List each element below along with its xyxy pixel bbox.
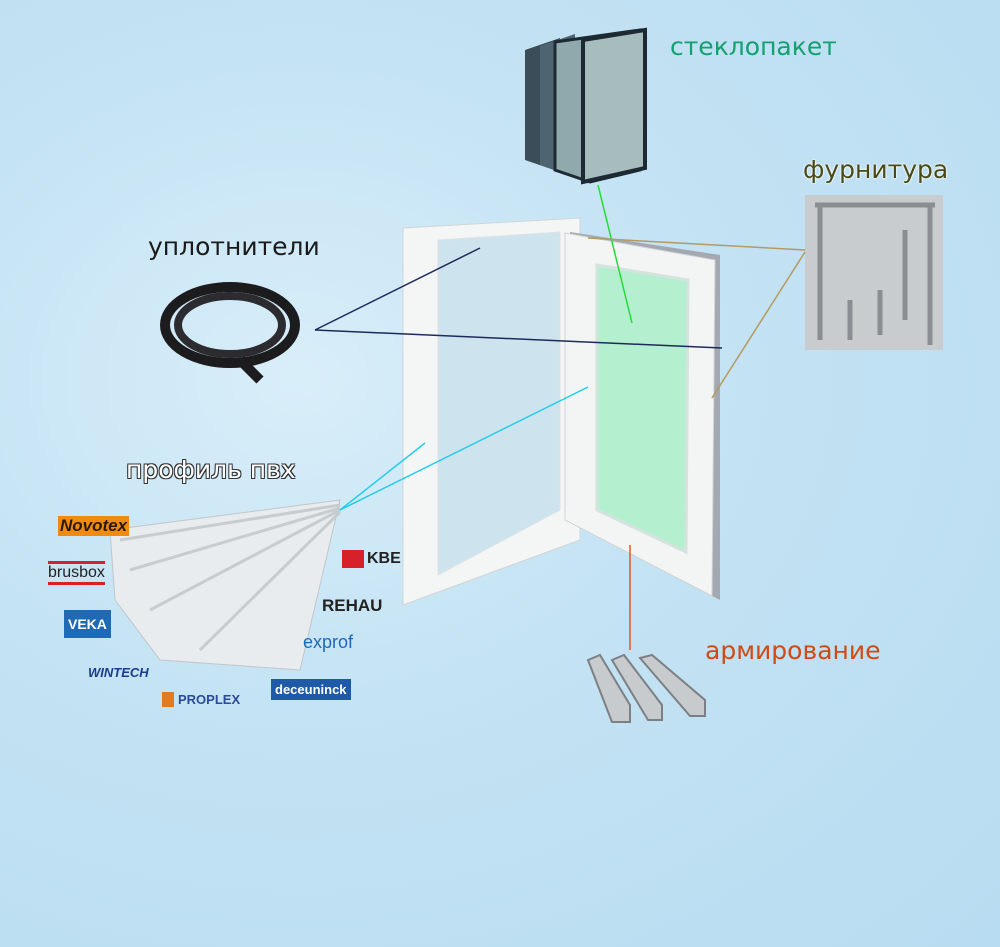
label-glass-unit: стеклопакет	[670, 32, 837, 61]
reinforcement-image	[586, 653, 706, 723]
logo-deceuninck: deceuninck	[271, 679, 351, 700]
logo-exprof: exprof	[303, 632, 354, 652]
seal-coil-image	[160, 282, 300, 384]
glass-unit-image	[525, 27, 647, 185]
leader-lines	[314, 184, 806, 650]
window-image	[402, 217, 720, 606]
logo-kbe: KBE	[342, 550, 401, 568]
label-pvc-profile: профиль пвх	[126, 455, 296, 484]
logo-rehau: REHAU	[322, 596, 383, 615]
hardware-image	[805, 195, 943, 350]
logo-veka: VEKA	[64, 610, 111, 638]
logo-novotex: Novotex	[58, 516, 130, 536]
label-seals: уплотнители	[148, 232, 320, 261]
pvc-profile-bundle-image	[109, 499, 342, 671]
logo-proplex: PROPLEX	[162, 692, 240, 707]
label-reinforcement: армирование	[705, 636, 881, 665]
label-hardware: фурнитура	[803, 155, 949, 184]
logo-wintech: WINTECH	[88, 665, 149, 680]
logo-brusbox: brusbox	[48, 561, 105, 585]
